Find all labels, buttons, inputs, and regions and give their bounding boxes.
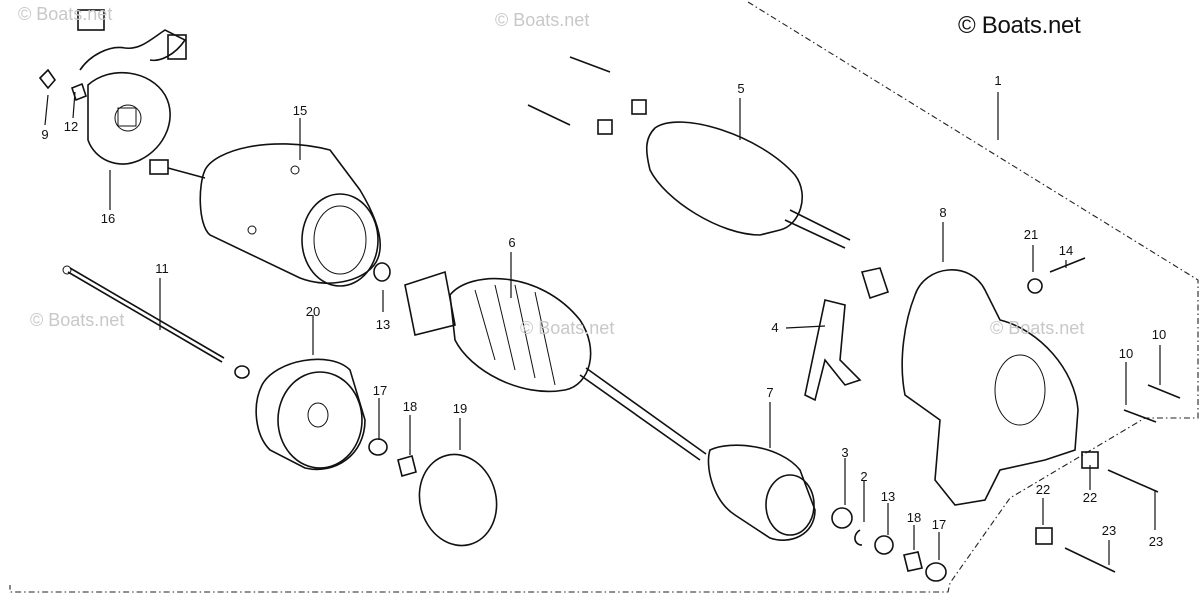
washer-part-21: [1027, 278, 1043, 294]
pinion-clutch-part-7: [707, 444, 816, 541]
dowel-part-22b: [1035, 527, 1053, 545]
bolt-part-10a: [1147, 384, 1181, 399]
shift-lever-part-4: [804, 299, 862, 402]
callout-18: 18: [906, 510, 922, 525]
callout-20: 20: [305, 304, 321, 319]
drive-housing-part-8: [860, 267, 1079, 506]
callout-23: 23: [1101, 523, 1117, 538]
watermark: © Boats.net: [990, 318, 1085, 338]
callout-22: 22: [1082, 490, 1098, 505]
callout-6: 6: [508, 235, 516, 250]
leader-lines: [44, 91, 1161, 565]
callout-7: 7: [766, 385, 774, 400]
bolt-part-23a: [1107, 469, 1159, 493]
callout-17: 17: [931, 517, 947, 532]
assembly-boundary: [9, 1, 1199, 593]
callout-19: 19: [452, 401, 468, 416]
callout-11: 11: [155, 261, 169, 276]
rear-cover-part-20: [234, 358, 366, 471]
through-bolt-part-11: [62, 265, 225, 363]
brush-holder-plate-part-16: [38, 9, 187, 165]
watermark: © Boats.net: [18, 4, 113, 24]
cap-part-17b: [925, 562, 947, 582]
seal-ring-part-19: [418, 453, 498, 547]
screw-part-14: [1049, 257, 1086, 273]
callout-12: 12: [63, 119, 79, 134]
watermark: © Boats.net: [495, 10, 590, 30]
bushing-part-18b: [903, 551, 923, 572]
callout-2: 2: [860, 469, 868, 484]
callout-15: 15: [292, 103, 308, 118]
callout-23: 23: [1148, 534, 1164, 549]
callout-5: 5: [737, 81, 745, 96]
callout-10: 10: [1118, 346, 1134, 361]
bolt-part-23b: [1064, 547, 1116, 573]
callout-22: 22: [1035, 482, 1051, 497]
watermark: © Boats.net: [520, 318, 615, 338]
washer-part-13b: [874, 535, 894, 555]
circlip-part-2: [854, 529, 863, 546]
callout-3: 3: [841, 445, 849, 460]
callout-17: 17: [372, 383, 388, 398]
armature-part-6: [404, 270, 707, 461]
watermark: © Boats.net: [30, 310, 125, 330]
cap-part-17: [368, 438, 388, 456]
yoke-part-15: [149, 143, 382, 287]
callout-21: 21: [1023, 227, 1039, 242]
washer-part-13: [373, 262, 391, 282]
callout-4: 4: [771, 320, 779, 335]
callout-1: 1: [994, 73, 1002, 88]
bolt-part-10b: [1123, 409, 1157, 423]
callout-16: 16: [100, 211, 116, 226]
dowel-part-22a: [1081, 451, 1099, 469]
stop-ring-part-3: [831, 507, 853, 529]
copyright-notice: © Boats.net: [958, 12, 1081, 39]
callout-18: 18: [402, 399, 418, 414]
solenoid-part-5: [527, 56, 851, 249]
callout-14: 14: [1058, 243, 1074, 258]
callout-9: 9: [41, 127, 49, 142]
bushing-part-18: [397, 455, 417, 477]
callout-10: 10: [1151, 327, 1167, 342]
callout-13: 13: [880, 489, 896, 504]
callout-13: 13: [375, 317, 391, 332]
callout-8: 8: [939, 205, 947, 220]
